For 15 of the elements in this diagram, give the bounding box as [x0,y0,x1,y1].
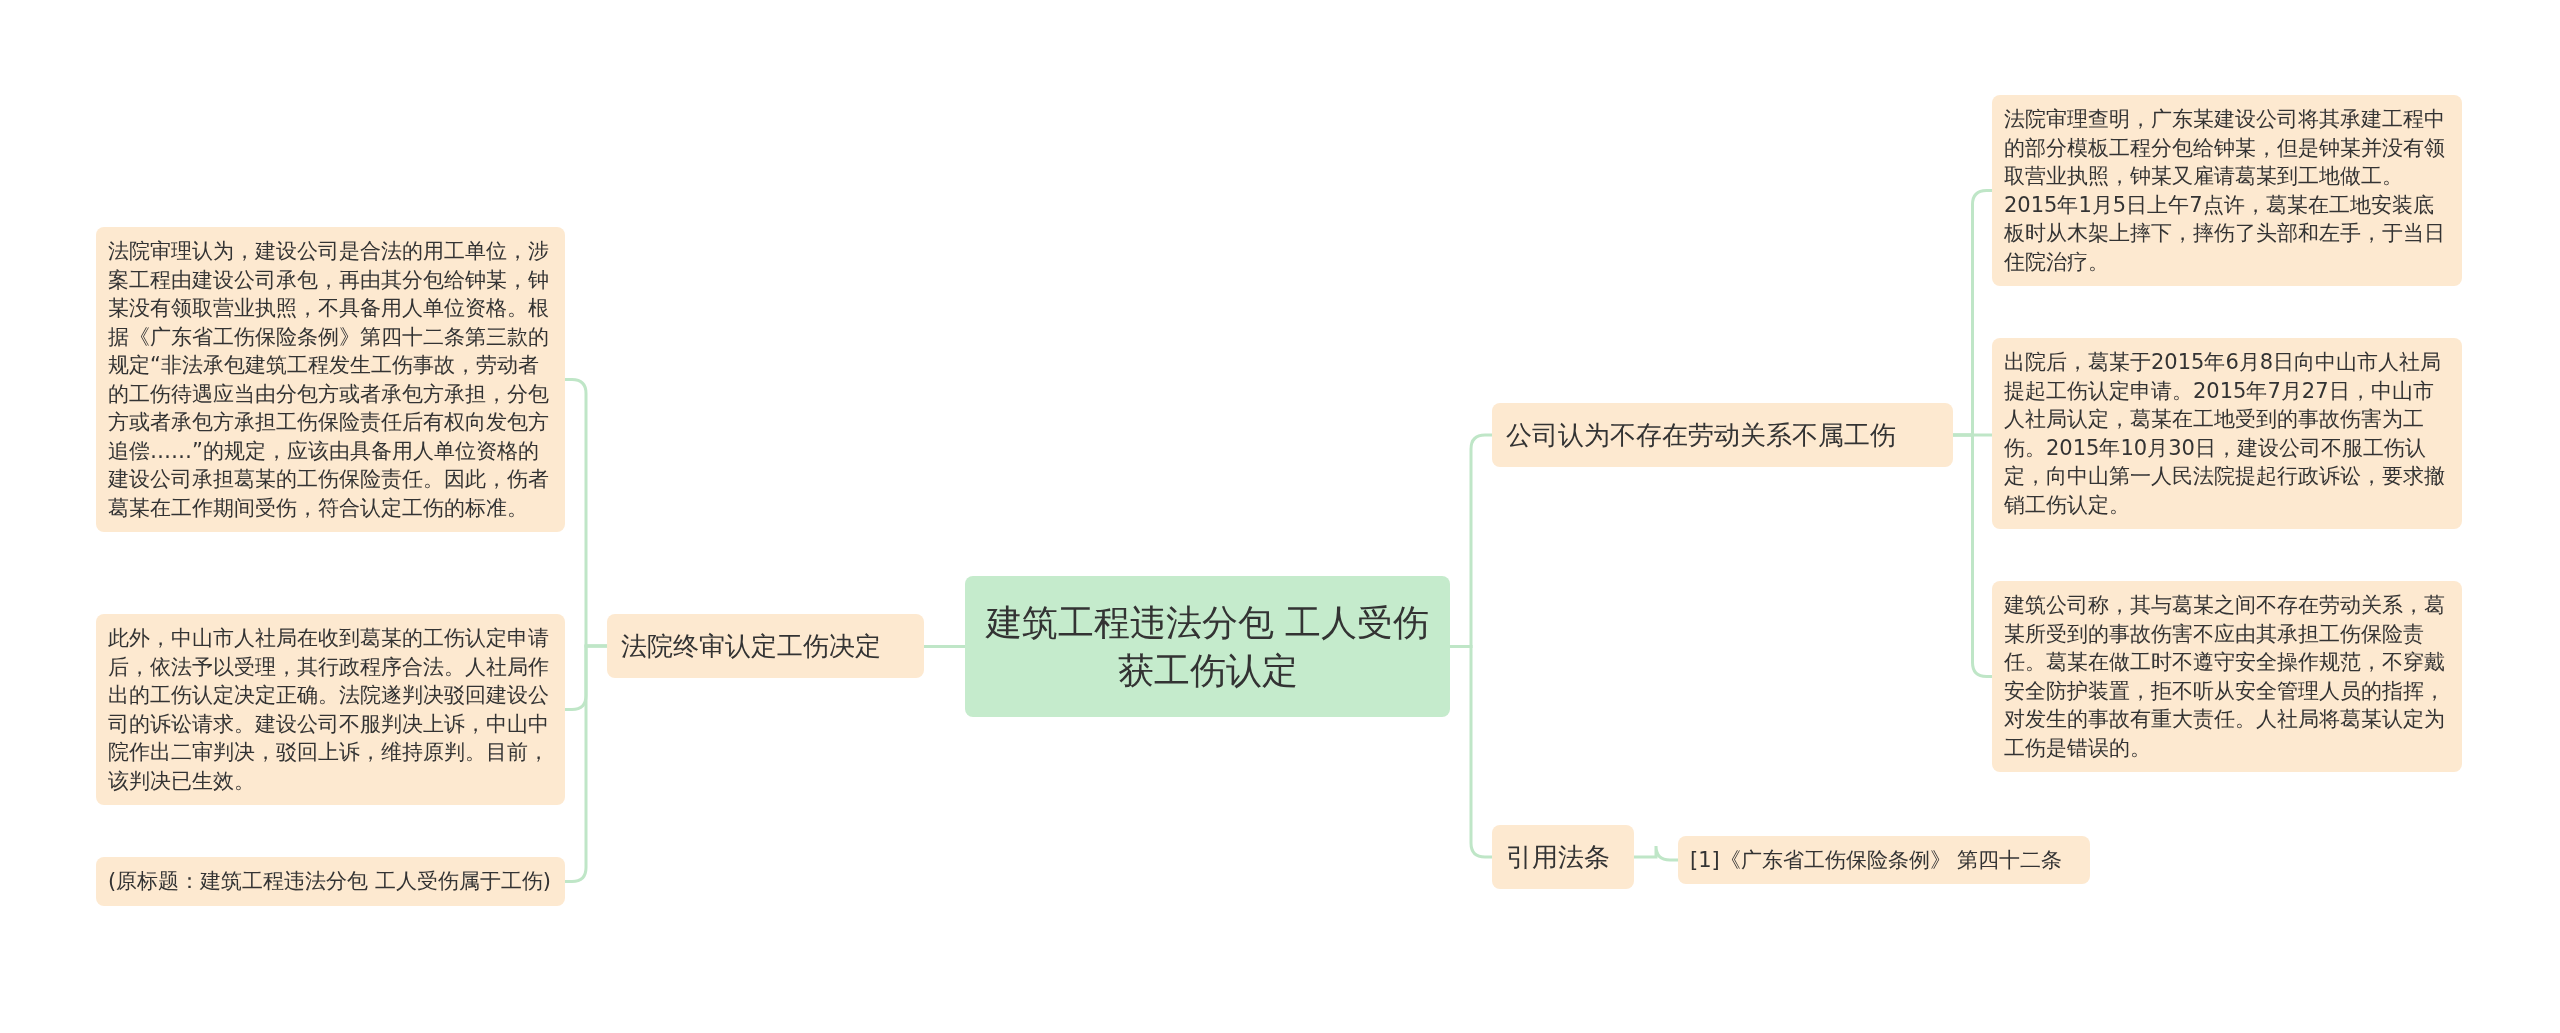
note-box: 此外，中山市人社局在收到葛某的工伤认定申请后，依法予以受理，其行政程序合法。人社局作出的工伤认定决定正确。法院遂判决驳回建设公司的诉讼请求。建设公司不服判决上诉，中山中院作出二审判决，驳回上诉，维持原判。目前，该判决已生效。 [96,614,565,805]
note-box: 建筑公司称，其与葛某之间不存在劳动关系，葛某所受到的事故伤害不应由其承担工伤保险责任。葛某在做工时不遵守安全操作规范，不穿戴安全防护装置，拒不听从安全管理人员的指挥，对发生的事故有重大责任。人社局将葛某认定为工伤是错误的。 [1992,581,2462,772]
connector-line [1634,844,1678,862]
note-box: 法院审理认为，建设公司是合法的用工单位，涉案工程由建设公司承包，再由其分包给钟某，钟某没有领取营业执照，不具备用人单位资格。根据《广东省工伤保险条例》第四十二条第三款的规定“非法承包建筑工程发生工伤事故，劳动者的工伤待遇应当由分包方或者承包方承担，分包方或者承包方承担工伤保险责任后有权向发包方追偿……”的规定，应该由具备用人单位资格的建设公司承担葛某的工伤保险责任。因此，伤者葛某在工作期间受伤，符合认定工伤的标准。 [96,227,565,532]
topic-box: 公司认为不存在劳动关系不属工伤 [1492,403,1953,467]
central-topic-box: 建筑工程违法分包 工人受伤获工伤认定 [965,576,1450,717]
citation-box: [1]《广东省工伤保险条例》 第四十二条 [1678,836,2090,884]
note-box: 法院审理查明，广东某建设公司将其承建工程中的部分模板工程分包给钟某，但是钟某并没有领取营业执照，钟某又雇请葛某到工地做工。2015年1月5日上午7点许，葛某在工地安装底板时从木架上摔下，摔伤了头部和左手，于当日住院治疗。 [1992,95,2462,286]
connector-line [1450,645,1492,859]
note-box: (原标题：建筑工程违法分包 工人受伤属于工伤) [96,857,565,906]
topic-box: 法院终审认定工伤决定 [607,614,924,678]
topic-box: 引用法条 [1492,825,1634,889]
connector-line [924,645,965,648]
note-box: 出院后，葛某于2015年6月8日向中山市人社局提起工伤认定申请。2015年7月27日，中山市人社局认定，葛某在工地受到的事故伤害为工伤。2015年10月30日，建设公司不服工伤认定，向中山第一人民法院提起行政诉讼，要求撤销工伤认定。 [1992,338,2462,529]
connector-line [565,644,607,883]
